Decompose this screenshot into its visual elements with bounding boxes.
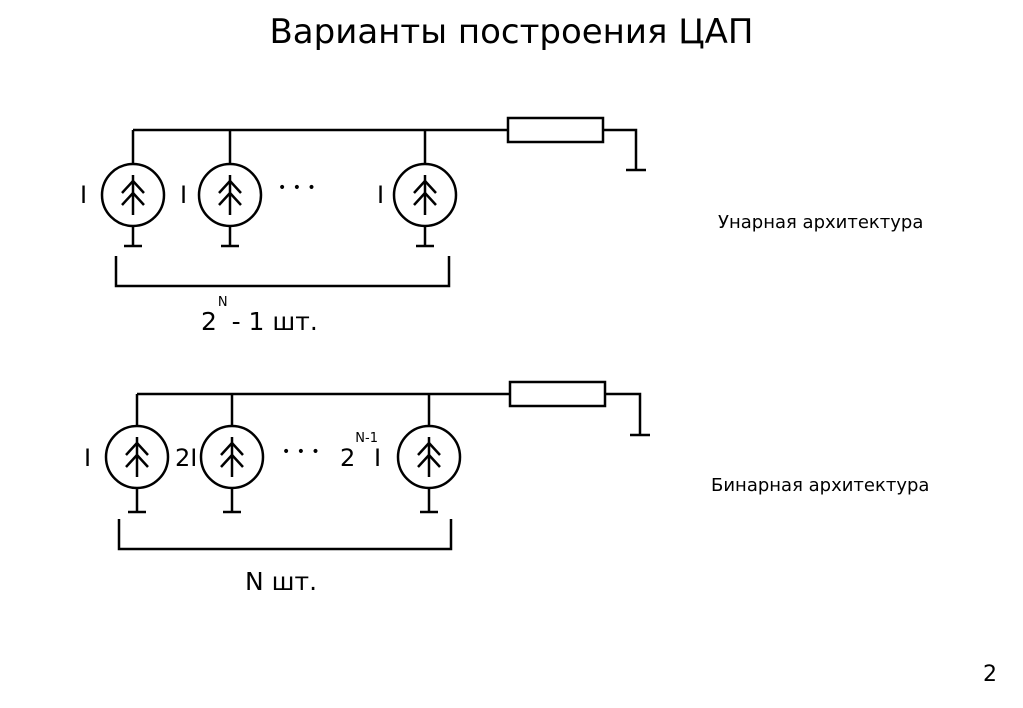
unary-count-rest: - 1 шт. bbox=[224, 307, 318, 336]
binary-coef-base: 2 bbox=[340, 444, 355, 472]
unary-source-2-label: I bbox=[180, 181, 187, 209]
unary-current-source-3 bbox=[392, 162, 458, 228]
unary-source-3-label: I bbox=[377, 181, 384, 209]
unary-count-base: 2 bbox=[201, 307, 217, 336]
binary-current-source-2 bbox=[199, 424, 265, 490]
unary-load-resistor bbox=[506, 116, 605, 144]
binary-coef-current: I bbox=[374, 444, 381, 472]
binary-ground-wire bbox=[605, 392, 642, 435]
unary-count-exp: N bbox=[218, 295, 228, 310]
slide-title: Варианты построения ЦАП bbox=[269, 12, 754, 52]
unary-count-label: 2N - 1 шт. bbox=[201, 295, 318, 336]
binary-load-resistor bbox=[508, 380, 607, 408]
binary-count-bracket bbox=[117, 519, 453, 551]
binary-coef-exp: N-1 bbox=[355, 431, 378, 446]
unary-source-1-label: I bbox=[80, 181, 87, 209]
unary-count-bracket bbox=[114, 256, 451, 288]
binary-ellipsis: • • • bbox=[282, 444, 321, 460]
unary-ground-wire bbox=[603, 128, 638, 170]
binary-current-source-3 bbox=[396, 424, 462, 490]
unary-current-source-1 bbox=[100, 162, 166, 228]
binary-count-label: N шт. bbox=[245, 567, 317, 596]
unary-ellipsis: • • • bbox=[278, 180, 317, 196]
binary-caption: Бинарная архитектура bbox=[711, 475, 930, 496]
unary-circuit: I I I • • • 2N - 1 шт. bbox=[80, 116, 646, 336]
page-number: 2 bbox=[983, 662, 997, 687]
unary-current-source-2 bbox=[197, 162, 263, 228]
binary-current-source-1 bbox=[104, 424, 170, 490]
binary-source-1-label: I bbox=[84, 444, 91, 472]
binary-source-2-label: 2I bbox=[175, 444, 197, 472]
unary-caption: Унарная архитектура bbox=[718, 212, 924, 233]
